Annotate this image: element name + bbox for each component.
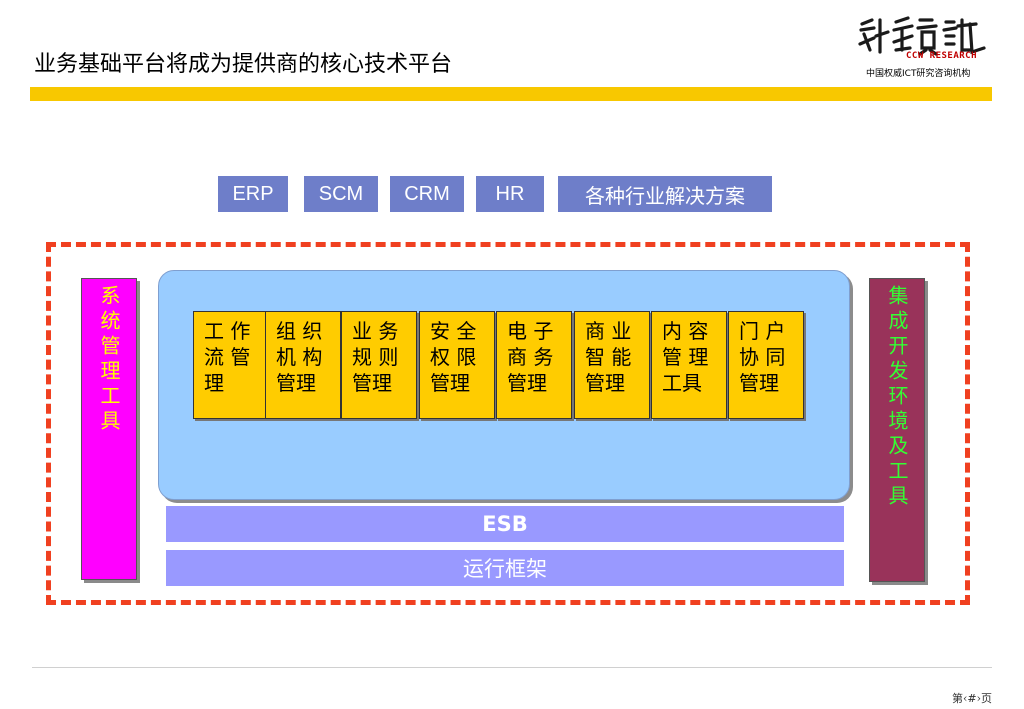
core-module-line: 管理	[276, 371, 316, 395]
core-module-line: 商 务	[507, 345, 554, 369]
logo-text: CCW RESEARCH	[906, 51, 978, 61]
core-module-workflow: 工 作 流 管 理	[193, 311, 269, 419]
core-module-business-intelligence: 商 业 智 能 管理	[574, 311, 650, 419]
system-management-tools-label: 系统管理工具	[97, 285, 121, 435]
footer-divider	[32, 667, 992, 668]
ide-tools-label: 集成开发环境及工具	[885, 285, 909, 510]
core-module-line: 管理	[507, 371, 547, 395]
system-management-tools-bar: 系统管理工具	[81, 278, 137, 580]
core-module-line: 商 业	[585, 319, 632, 343]
core-module-ecommerce: 电 子 商 务 管理	[496, 311, 572, 419]
core-module-line: 安 全	[430, 319, 477, 343]
logo-tagline: 中国权威ICT研究咨询机构	[866, 69, 971, 79]
core-module-organization: 组 织 机 构 管理	[265, 311, 341, 419]
core-module-line: 协 同	[739, 345, 786, 369]
core-module-line: 管理	[739, 371, 779, 395]
core-module-line: 门 户	[739, 319, 786, 343]
core-module-line: 组 织	[276, 319, 323, 343]
core-module-line: 理	[204, 371, 224, 395]
core-module-content-management: 内 容 管 理 工具	[651, 311, 727, 419]
core-module-line: 工 作	[204, 319, 251, 343]
title-underline-bar	[30, 87, 992, 101]
core-module-line: 内 容	[662, 319, 709, 343]
core-module-line: 机 构	[276, 345, 323, 369]
core-module-line: 流 管	[204, 345, 251, 369]
platform-frame	[46, 242, 970, 605]
page-number: 第‹#›页	[951, 692, 992, 705]
ccw-logo-icon	[858, 16, 986, 56]
core-module-line: 工具	[662, 371, 702, 395]
ide-tools-bar: 集成开发环境及工具	[869, 278, 925, 582]
core-module-line: 权 限	[430, 345, 477, 369]
core-module-line: 电 子	[507, 319, 554, 343]
page-title: 业务基础平台将成为提供商的核心技术平台	[34, 52, 453, 77]
core-module-security: 安 全 权 限 管理	[419, 311, 495, 419]
core-module-line: 管 理	[662, 345, 709, 369]
module-industry-solutions: 各种行业解决方案	[558, 176, 772, 212]
module-hr: HR	[476, 176, 544, 212]
core-module-line: 业 务	[352, 319, 399, 343]
module-scm: SCM	[304, 176, 378, 212]
core-module-business-rules: 业 务 规 则 管理	[341, 311, 417, 419]
core-module-line: 管理	[430, 371, 470, 395]
runtime-framework-bar: 运行框架	[166, 550, 844, 586]
core-module-line: 管理	[352, 371, 392, 395]
core-module-line: 规 则	[352, 345, 399, 369]
core-module-line: 管理	[585, 371, 625, 395]
core-module-portal: 门 户 协 同 管理	[728, 311, 804, 419]
core-module-line: 智 能	[585, 345, 632, 369]
module-crm: CRM	[390, 176, 464, 212]
module-erp: ERP	[218, 176, 288, 212]
esb-bar: ESB	[166, 506, 844, 542]
